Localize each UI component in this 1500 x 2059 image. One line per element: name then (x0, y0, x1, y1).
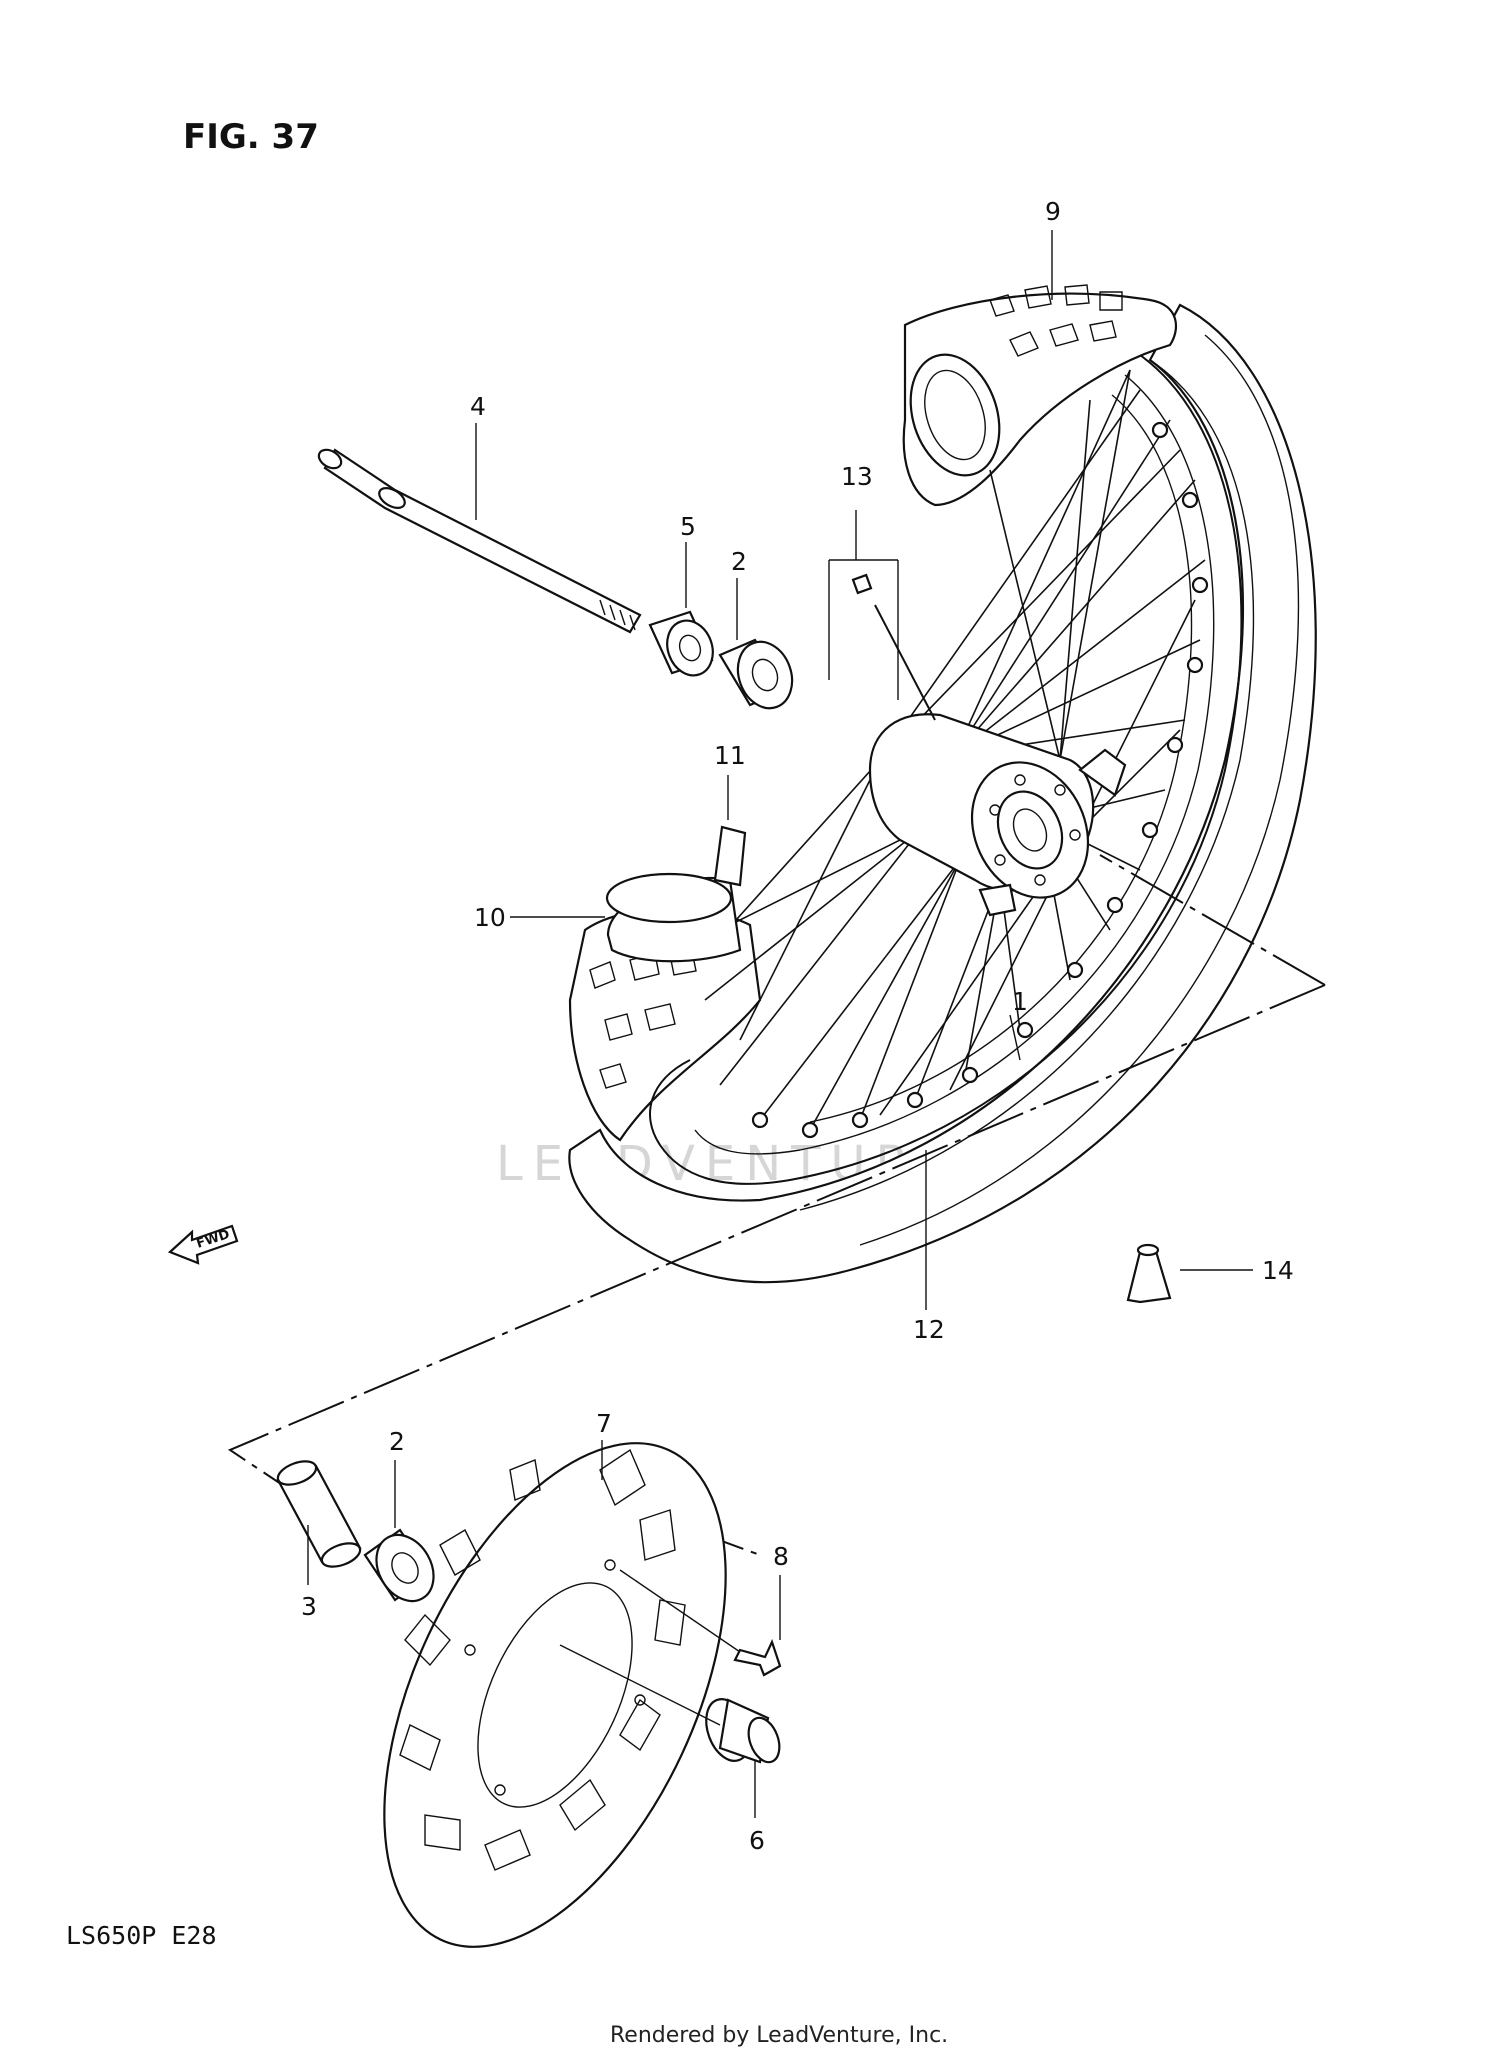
fwd-arrow: FWD (167, 1224, 239, 1265)
callout-2-upper: 2 (731, 547, 747, 576)
callout-9: 9 (1045, 197, 1061, 226)
distance-collar[interactable] (275, 1457, 363, 1571)
callout-4: 4 (470, 392, 486, 421)
callout-10: 10 (474, 903, 506, 932)
callout-12: 12 (913, 1315, 945, 1344)
tire[interactable] (568, 303, 1317, 1284)
callout-7: 7 (596, 1409, 612, 1438)
rim[interactable] (649, 354, 1243, 1185)
tire-tube[interactable] (896, 284, 1178, 507)
callout-13: 13 (841, 462, 873, 491)
callout-2-lower: 2 (389, 1427, 405, 1456)
rim-band[interactable] (605, 825, 747, 963)
brake-disc[interactable] (314, 1391, 796, 1999)
spoke-nipples (751, 421, 1209, 1139)
rim-cap[interactable] (1126, 1243, 1172, 1304)
spokes (699, 369, 1206, 1131)
callout-11: 11 (714, 741, 746, 770)
callout-8: 8 (773, 1542, 789, 1571)
footer-credit: Rendered by LeadVenture, Inc. (610, 2023, 948, 2048)
axle-spacer[interactable] (648, 610, 720, 682)
wheel-bearing-upper[interactable] (718, 634, 801, 716)
valve-stem[interactable] (828, 559, 936, 721)
model-code: LS650P E28 (66, 1921, 217, 1950)
wheel-bearing-lower[interactable] (363, 1525, 445, 1612)
callout-3: 3 (301, 1592, 317, 1621)
leader-lines (307, 230, 1253, 1818)
wheel-hub[interactable] (868, 713, 1127, 917)
disc-bolt[interactable] (619, 1569, 782, 1677)
callout-5: 5 (680, 512, 696, 541)
callout-1: 1 (1012, 987, 1028, 1016)
hub-spacer[interactable] (559, 1644, 785, 1767)
callout-14: 14 (1262, 1256, 1294, 1285)
front-axle[interactable] (316, 446, 642, 634)
figure-title: FIG. 37 (183, 117, 319, 157)
callout-6: 6 (749, 1826, 765, 1855)
